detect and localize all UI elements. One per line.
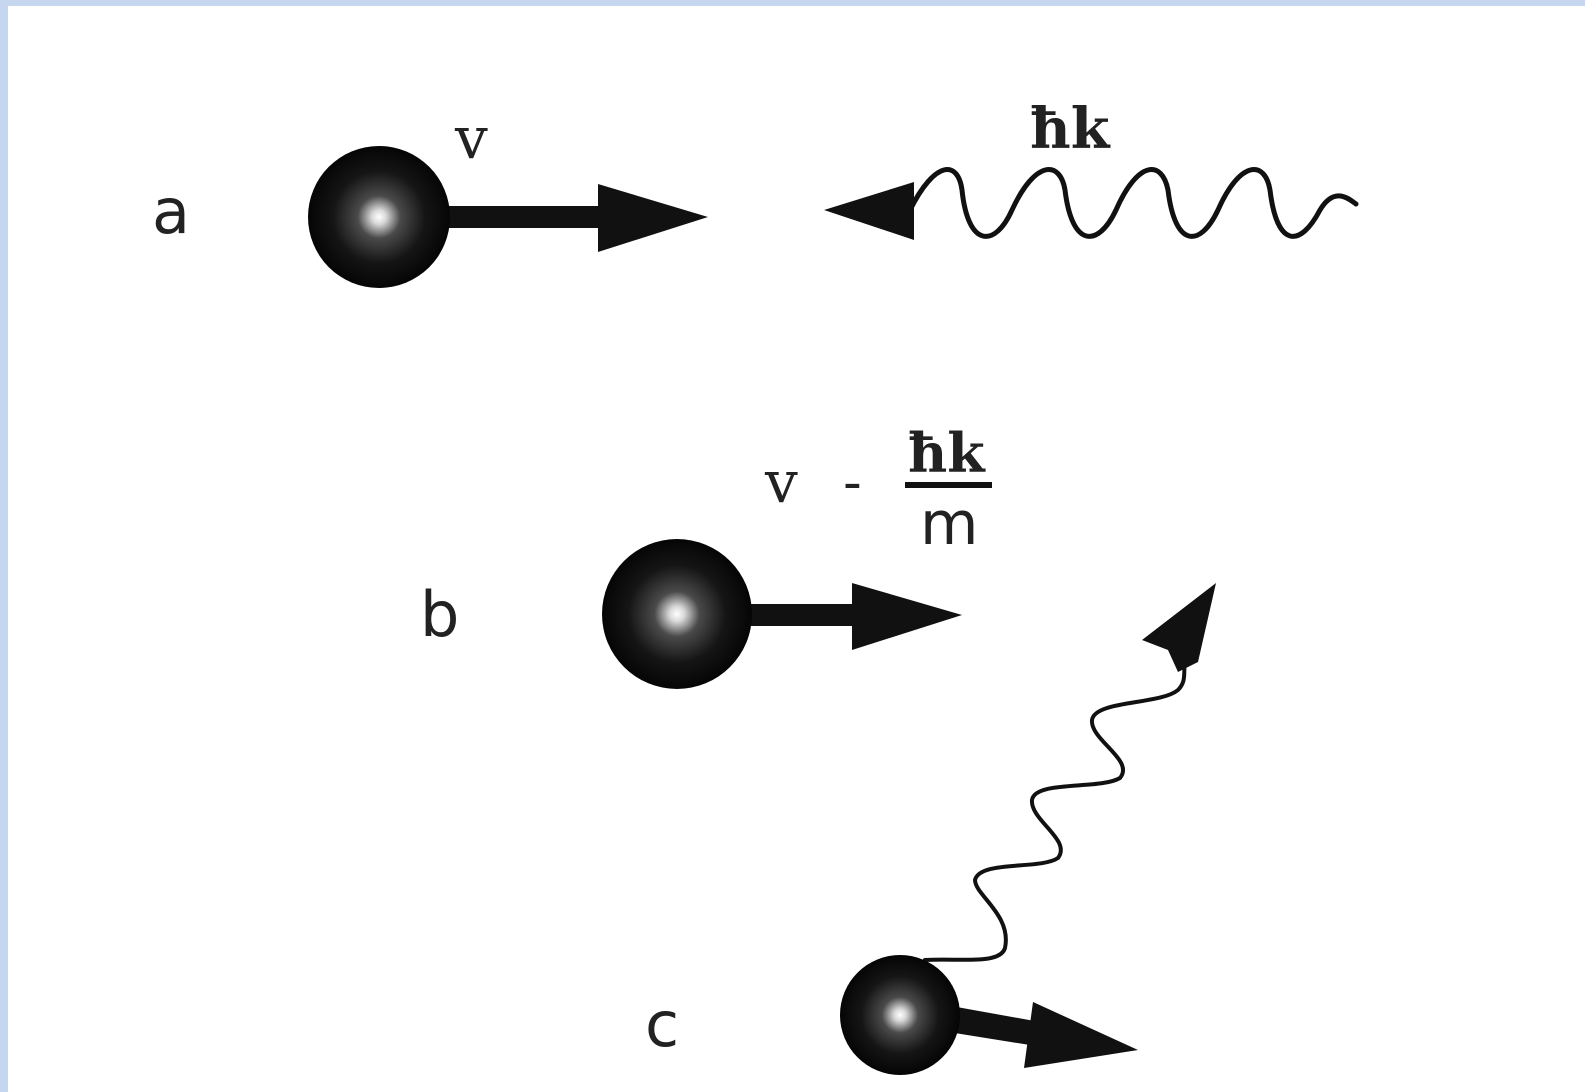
frame-left-border	[0, 0, 8, 1092]
panel-a-velocity-label: v	[454, 104, 488, 172]
panel-c: c	[645, 583, 1216, 1075]
panel-c-photon-wave	[923, 583, 1216, 962]
panel-b-fraction-numerator: ħk	[908, 421, 986, 485]
panel-a: a v ħk	[152, 96, 1359, 288]
panel-a-velocity-arrow	[420, 184, 708, 252]
panel-c-velocity-arrow	[936, 1002, 1138, 1068]
panel-c-label: c	[645, 988, 679, 1061]
panel-b-minus-sign: -	[843, 453, 862, 513]
panel-b-velocity-prefix: v	[764, 448, 798, 516]
frame-top-border	[0, 0, 1585, 6]
panel-a-atom	[308, 146, 450, 288]
panel-a-photon-label: ħk	[1030, 96, 1111, 162]
panel-c-atom	[840, 955, 960, 1075]
panel-b-label: b	[420, 578, 459, 651]
panel-b-velocity-arrow	[735, 583, 962, 650]
panel-b-fraction-bar	[905, 482, 992, 488]
panel-b-atom	[602, 539, 752, 689]
panel-a-photon-wave	[824, 167, 1359, 240]
panel-b: b v - ħk m	[420, 421, 992, 689]
panel-a-label: a	[152, 175, 190, 248]
panel-b-fraction-denominator: m	[920, 489, 978, 559]
